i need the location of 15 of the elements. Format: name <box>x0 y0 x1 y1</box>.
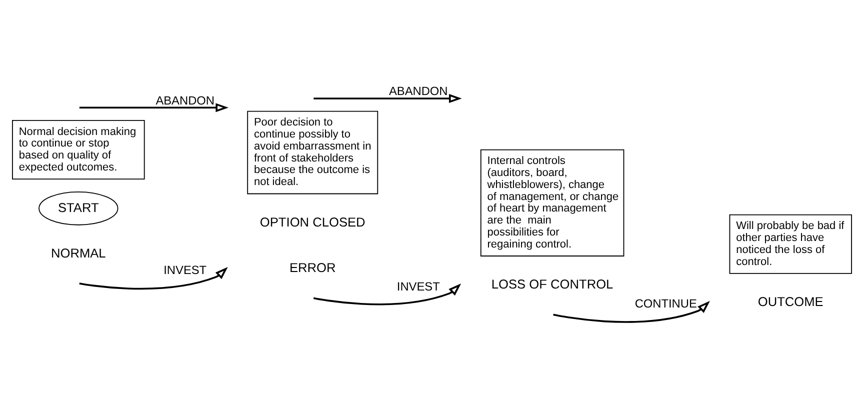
node-box: Internal controls (auditors, board, whistleblowers), change of management, or change of heart by management are the main possibilities for regaining control. <box>480 149 624 256</box>
node-box: Poor decision to continue possibly to avoid embarrassment in front of stakeholders because the outcome is not ideal. <box>247 110 378 194</box>
label: ABANDON <box>156 93 215 108</box>
label: ERROR <box>289 260 336 276</box>
label: OUTCOME <box>758 294 824 310</box>
label: OPTION CLOSED <box>260 214 366 230</box>
label: INVEST <box>164 262 207 277</box>
label: CONTINUE <box>634 296 697 311</box>
label: ABANDON <box>388 84 448 98</box>
label: NORMAL <box>50 246 106 261</box>
node-box: Will probably be bad if other parties have noticed the loss of control. <box>729 214 852 274</box>
label: INVEST <box>396 279 440 294</box>
node-box: Normal decision making to continue or stop based on quality of expected outcomes. <box>12 120 145 180</box>
node-ellipse: START <box>38 191 118 226</box>
label: LOSS OF CONTROL <box>491 276 614 292</box>
